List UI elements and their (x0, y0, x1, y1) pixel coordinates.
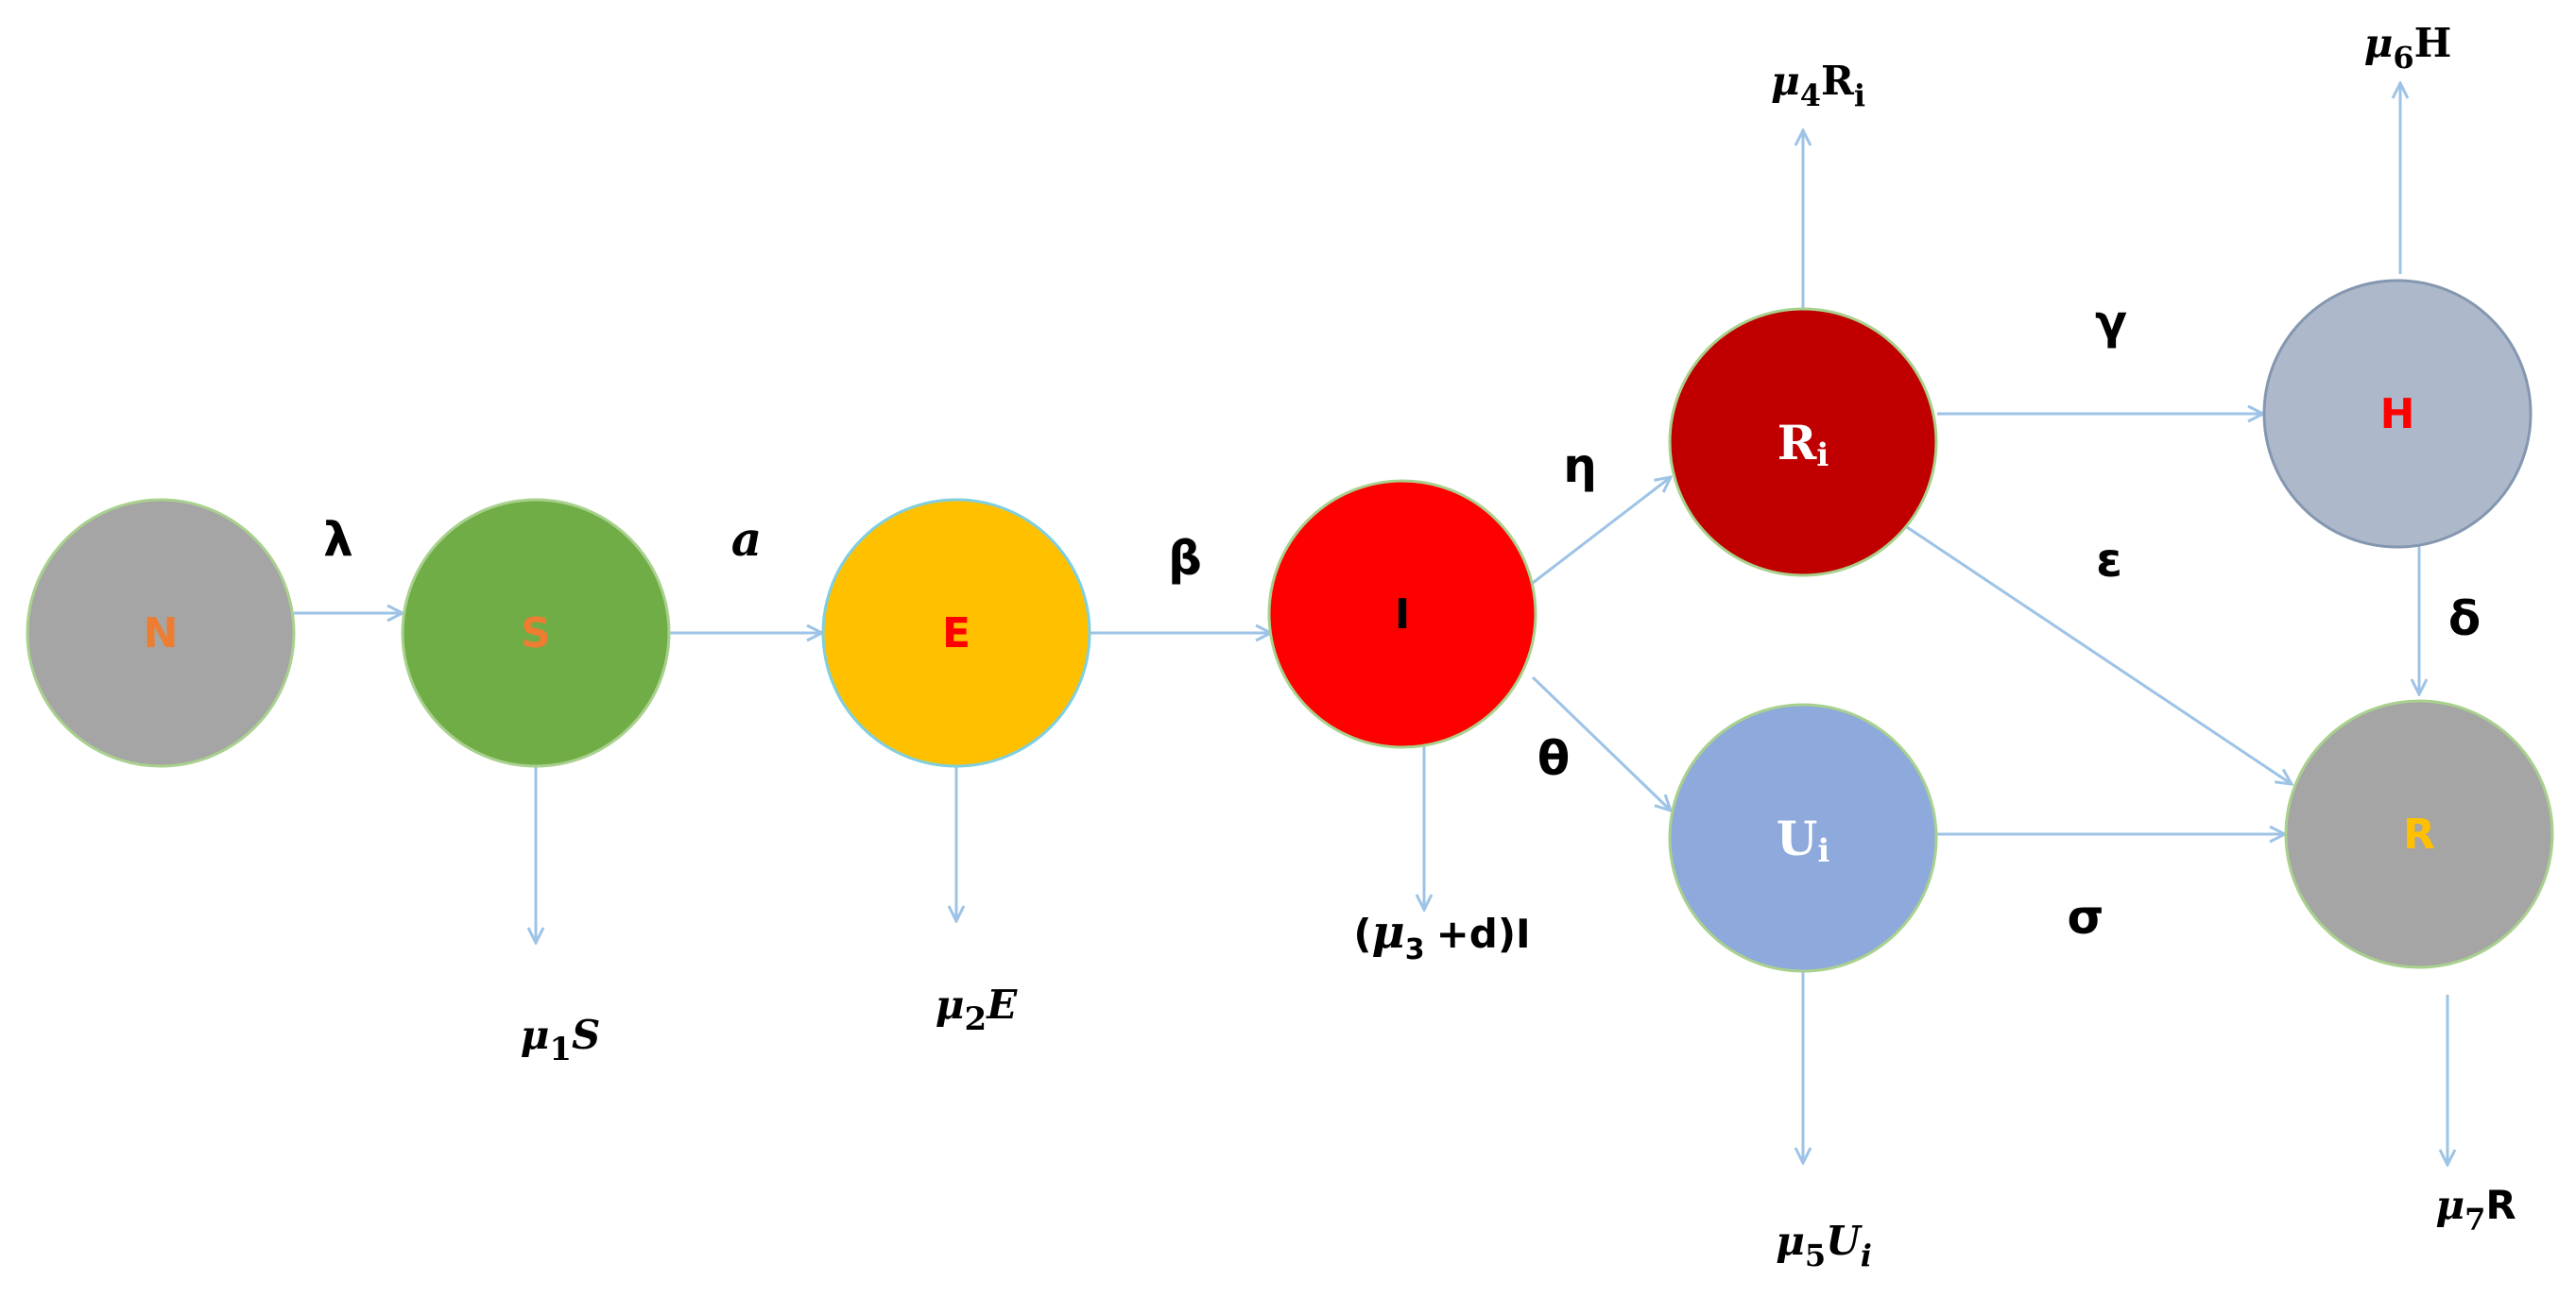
node-n-label: N (144, 609, 179, 658)
node-i[interactable]: I (1267, 479, 1537, 749)
outflow-label-i: (μ3+d)I (1353, 906, 1530, 966)
label-theta: θ (1537, 731, 1570, 786)
node-r-circle (2284, 699, 2554, 969)
node-s[interactable]: S (401, 498, 671, 768)
outflow-label-ui: μ5Ui (1776, 1218, 1872, 1273)
label-lambda: λ (323, 512, 353, 567)
outflow-label-h: μ6H (2364, 20, 2452, 76)
outflow-arrows (536, 83, 2447, 1165)
outflow-label-ri: μ4Ri (1771, 58, 1865, 113)
transition-labels: λ a β η θ γ ε δ σ (323, 295, 2481, 945)
node-n[interactable]: N (26, 498, 296, 768)
arrow-ri-to-r (1906, 525, 2292, 784)
node-e-label: E (942, 609, 970, 658)
label-alpha: a (731, 511, 762, 567)
node-ri[interactable]: Ri (1668, 307, 1938, 577)
label-epsilon: ε (2096, 533, 2122, 588)
node-ui[interactable]: Ui (1668, 703, 1938, 973)
node-ri-label: Ri (1777, 415, 1829, 475)
outflow-label-e: μ2E (936, 982, 1018, 1038)
node-e[interactable]: E (821, 498, 1091, 768)
node-r-label: R (2403, 811, 2435, 859)
node-i-circle (1267, 479, 1537, 749)
node-ri-circle (1668, 307, 1938, 577)
node-ui-label: Ui (1777, 811, 1830, 871)
outflow-labels: μ1S μ2E (μ3+d)I μ4Ri μ5Ui μ6H μ7R (521, 20, 2516, 1273)
label-eta: η (1563, 438, 1597, 493)
node-h-label: H (2380, 390, 2415, 438)
label-delta: δ (2448, 591, 2481, 646)
node-i-label: I (1395, 590, 1410, 639)
node-s-label: S (521, 609, 551, 658)
arrow-i-to-ri (1532, 477, 1671, 585)
node-h[interactable]: H (2262, 279, 2533, 549)
label-sigma: σ (2068, 890, 2104, 945)
node-ui-circle (1668, 703, 1938, 973)
label-gamma: γ (2095, 295, 2127, 350)
label-beta: β (1168, 531, 1202, 586)
transition-arrows (294, 414, 2419, 834)
node-r[interactable]: R (2284, 699, 2554, 969)
outflow-label-s: μ1S (521, 1012, 601, 1068)
node-s-circle (401, 498, 671, 768)
node-h-circle (2262, 279, 2533, 549)
node-e-circle (821, 498, 1091, 768)
node-n-circle (26, 498, 296, 768)
arrow-i-to-ui (1531, 675, 1671, 811)
outflow-label-r: μ7R (2435, 1182, 2516, 1238)
